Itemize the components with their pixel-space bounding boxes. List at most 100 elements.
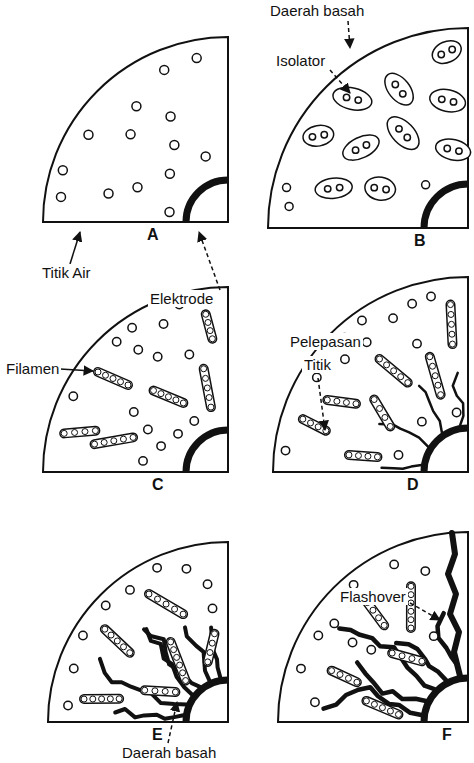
- filament: [81, 696, 87, 702]
- filament: [173, 397, 179, 403]
- filament: [151, 388, 157, 394]
- filament: [208, 404, 214, 410]
- water-droplet: [358, 316, 366, 324]
- water-droplet: [185, 350, 193, 358]
- label: Isolator: [274, 52, 327, 69]
- filament: [171, 642, 186, 681]
- filament: [405, 380, 411, 386]
- filament: [103, 372, 109, 378]
- filament: [99, 696, 105, 702]
- filament: [448, 311, 454, 317]
- filament: [449, 341, 455, 347]
- filament: [382, 414, 388, 420]
- water-droplet: [104, 189, 113, 198]
- water-droplet: [383, 186, 389, 192]
- wet-region: [381, 111, 424, 155]
- filament: [377, 356, 383, 362]
- discharge-path: [438, 613, 461, 676]
- filament: [450, 305, 452, 344]
- filament: [408, 583, 414, 589]
- filament: [206, 314, 213, 338]
- water-droplet: [102, 601, 110, 609]
- discharge-path: [115, 709, 183, 719]
- water-droplet: [56, 192, 65, 201]
- water-droplet: [413, 339, 421, 347]
- wet-region: [434, 136, 473, 164]
- filament: [300, 416, 306, 422]
- water-droplet: [438, 51, 444, 57]
- water-droplet: [408, 300, 416, 308]
- filament: [366, 701, 398, 715]
- filament: [332, 671, 357, 683]
- filament: [391, 368, 397, 374]
- water-droplet: [456, 148, 462, 154]
- water-droplet: [418, 417, 426, 425]
- filament: [376, 615, 382, 621]
- filament: [202, 375, 208, 381]
- insulator-surface: [48, 542, 228, 722]
- filament: [430, 357, 441, 395]
- water-droplet: [285, 202, 293, 210]
- insulator-surface: [43, 287, 228, 472]
- filament: [438, 392, 444, 398]
- water-droplet: [422, 181, 430, 189]
- water-droplet: [321, 132, 327, 138]
- filament: [408, 608, 414, 614]
- filament: [349, 455, 378, 457]
- water-droplet: [84, 130, 93, 139]
- water-droplet: [130, 408, 138, 416]
- wet-region: [428, 86, 468, 115]
- label: Titik: [302, 356, 333, 373]
- water-droplet: [166, 112, 175, 121]
- filament: [374, 454, 380, 460]
- filament: [149, 594, 183, 614]
- label: Flashover: [338, 588, 408, 605]
- filament: [380, 359, 408, 383]
- water-droplet: [160, 65, 169, 74]
- filament: [204, 369, 211, 407]
- panel-letter: F: [440, 726, 454, 743]
- filament: [392, 653, 422, 661]
- water-droplet: [396, 126, 402, 132]
- filament: [206, 314, 213, 338]
- filament: [206, 395, 212, 401]
- water-droplet: [427, 292, 435, 300]
- wet-region: [314, 176, 353, 200]
- filament: [395, 711, 401, 717]
- water-droplet: [392, 81, 398, 87]
- water-droplet: [165, 207, 174, 216]
- wet-region: [363, 175, 397, 202]
- water-droplet: [404, 134, 410, 140]
- filament: [447, 302, 453, 308]
- filament: [201, 366, 207, 372]
- filament: [449, 331, 455, 337]
- filament: [154, 391, 184, 403]
- filament: [165, 394, 171, 400]
- water-droplet: [126, 586, 134, 594]
- filament: [208, 634, 215, 662]
- filament: [174, 654, 180, 660]
- filament: [168, 639, 174, 645]
- filament: [204, 385, 210, 391]
- water-droplet: [390, 560, 398, 568]
- filament: [154, 391, 184, 403]
- filament: [207, 328, 213, 334]
- filament: [101, 439, 107, 445]
- filament: [98, 372, 128, 385]
- filament: [163, 601, 169, 607]
- discharge-path: [357, 663, 426, 702]
- water-droplet: [201, 152, 210, 161]
- filament: [95, 437, 134, 444]
- filament: [162, 688, 168, 694]
- water-droplet: [363, 338, 371, 346]
- filament: [349, 455, 378, 457]
- filament: [95, 437, 134, 444]
- water-droplet: [371, 184, 377, 190]
- filament: [142, 687, 148, 693]
- water-droplet: [367, 646, 375, 654]
- leader-line: [330, 70, 350, 93]
- water-droplet: [139, 457, 147, 465]
- label: Daerah basah: [268, 2, 366, 19]
- wet-region: [331, 84, 374, 114]
